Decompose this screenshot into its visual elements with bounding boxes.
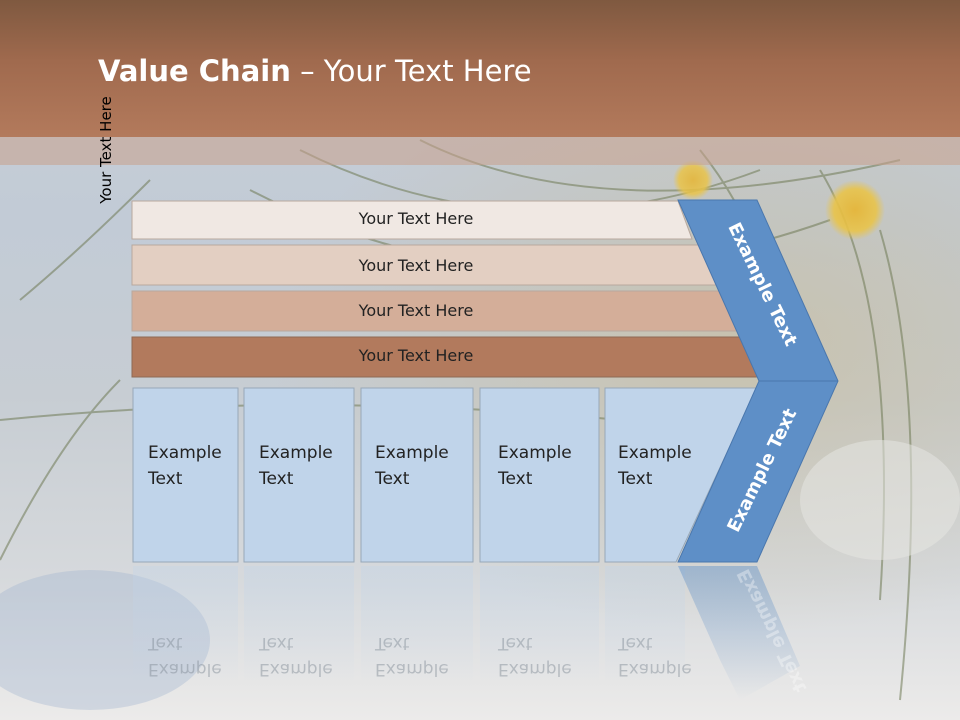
chevron-reflection	[678, 566, 800, 700]
box-5-reflection-text: Example Text	[618, 630, 692, 682]
box-3	[360, 387, 474, 563]
reflection-line1: Example	[618, 659, 692, 679]
reflection-line1: Example	[259, 659, 333, 679]
band-1	[131, 200, 693, 240]
box-reflection	[605, 566, 685, 686]
slide-title: Value Chain – Your Text Here	[98, 54, 532, 88]
box-reflection	[133, 566, 238, 686]
reflection-line2: Text	[259, 633, 294, 653]
reflection-line2: Text	[375, 633, 410, 653]
box-1	[132, 387, 239, 563]
box-5-line1: Example	[618, 443, 692, 463]
box-2-reflection-text: Example Text	[259, 630, 333, 682]
title-rest: – Your Text Here	[290, 54, 532, 88]
reflection-line1: Example	[498, 659, 572, 679]
box-1-reflection-text: Example Text	[148, 630, 222, 682]
box-2-line1: Example	[259, 443, 333, 463]
box-4-reflection-text: Example Text	[498, 630, 572, 682]
box-reflection	[361, 566, 473, 686]
reflection-line2: Text	[618, 633, 653, 653]
box-3-line2: Text	[375, 469, 410, 489]
reflection-line1: Example	[375, 659, 449, 679]
box-5	[604, 387, 758, 563]
reflection-line2: Text	[498, 633, 533, 653]
header-strip	[0, 137, 960, 165]
box-5-line2: Text	[618, 469, 653, 489]
box-1-line1: Example	[148, 443, 222, 463]
title-bold: Value Chain	[98, 54, 291, 88]
reflection-line1: Example	[148, 659, 222, 679]
box-3-reflection-text: Example Text	[375, 630, 449, 682]
box-reflection	[480, 566, 599, 686]
header-band	[0, 0, 960, 137]
band-2-label: Your Text Here	[358, 256, 474, 275]
reflection-line2: Text	[148, 633, 183, 653]
box-3-line1: Example	[375, 443, 449, 463]
band-4-label: Your Text Here	[358, 346, 474, 365]
box-4	[479, 387, 600, 563]
box-4-line1: Example	[498, 443, 572, 463]
box-4-line2: Text	[498, 469, 533, 489]
band-1-label: Your Text Here	[358, 209, 474, 228]
box-reflection	[244, 566, 354, 686]
box-2-line2: Text	[259, 469, 294, 489]
box-2	[243, 387, 355, 563]
box-1-line2: Text	[148, 469, 183, 489]
band-3-label: Your Text Here	[358, 301, 474, 320]
